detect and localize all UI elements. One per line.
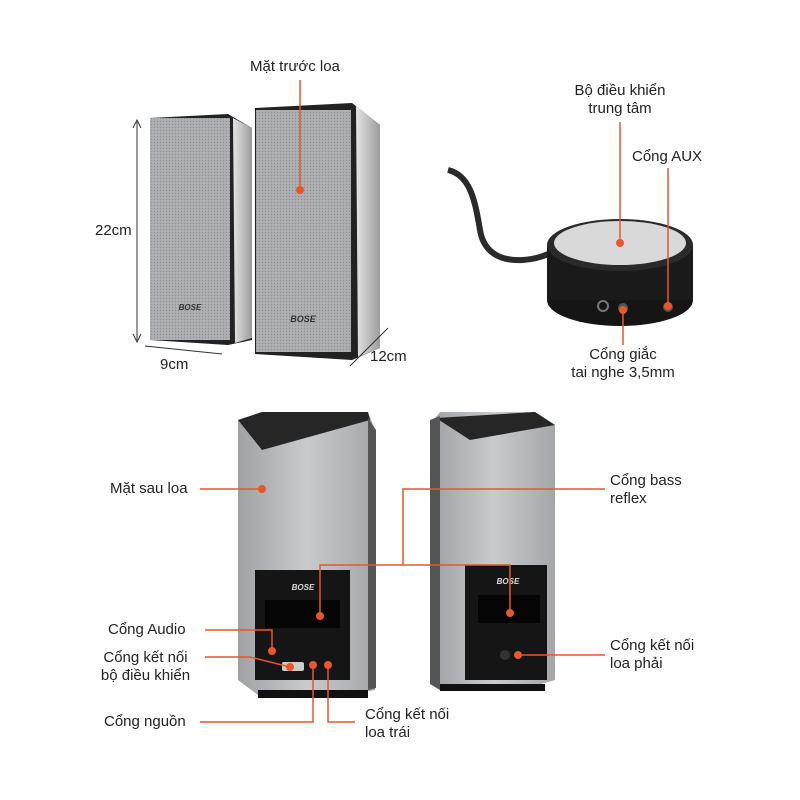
label-line: Cổng kết nối <box>365 706 450 723</box>
control-pod <box>447 167 693 326</box>
label-line: Cổng kết nối <box>103 649 188 666</box>
label-line: Cổng kết nối <box>610 637 695 654</box>
brand-logo: BOSE <box>292 583 315 592</box>
label-line: tai nghe 3,5mm <box>571 364 675 381</box>
label-line: Cổng giắc <box>589 346 657 363</box>
dimension-width: 9cm <box>160 356 189 373</box>
label-line: loa trái <box>365 724 411 741</box>
label-line: bộ điều khiển <box>100 667 191 684</box>
label-back: Mặt sau loa <box>110 480 188 497</box>
label-line: loa phải <box>610 655 663 672</box>
front-speaker-right: BOSE <box>255 103 380 360</box>
callout-lines <box>200 80 669 723</box>
label-aux: Cổng AUX <box>632 148 703 165</box>
label-line: Bộ điều khiển <box>574 82 666 99</box>
label-line: reflex <box>610 490 647 507</box>
back-speaker-left: BOSE <box>430 412 555 691</box>
callout-dots <box>258 186 672 671</box>
label-front: Mặt trước loa <box>250 58 340 75</box>
dimension-depth: 12cm <box>370 348 407 365</box>
label-audio: Cổng Audio <box>108 621 186 638</box>
brand-logo: BOSE <box>290 314 317 324</box>
label-power: Cổng nguồn <box>104 713 186 730</box>
front-speaker-left: BOSE <box>150 114 252 345</box>
back-speaker-right: BOSE <box>238 412 376 698</box>
brand-logo: BOSE <box>497 577 520 586</box>
label-line: Cổng bass <box>610 472 682 489</box>
brand-logo: BOSE <box>179 303 202 312</box>
dimension-arrows <box>132 118 389 367</box>
dimension-height: 22cm <box>95 222 132 239</box>
label-line: trung tâm <box>588 100 652 117</box>
